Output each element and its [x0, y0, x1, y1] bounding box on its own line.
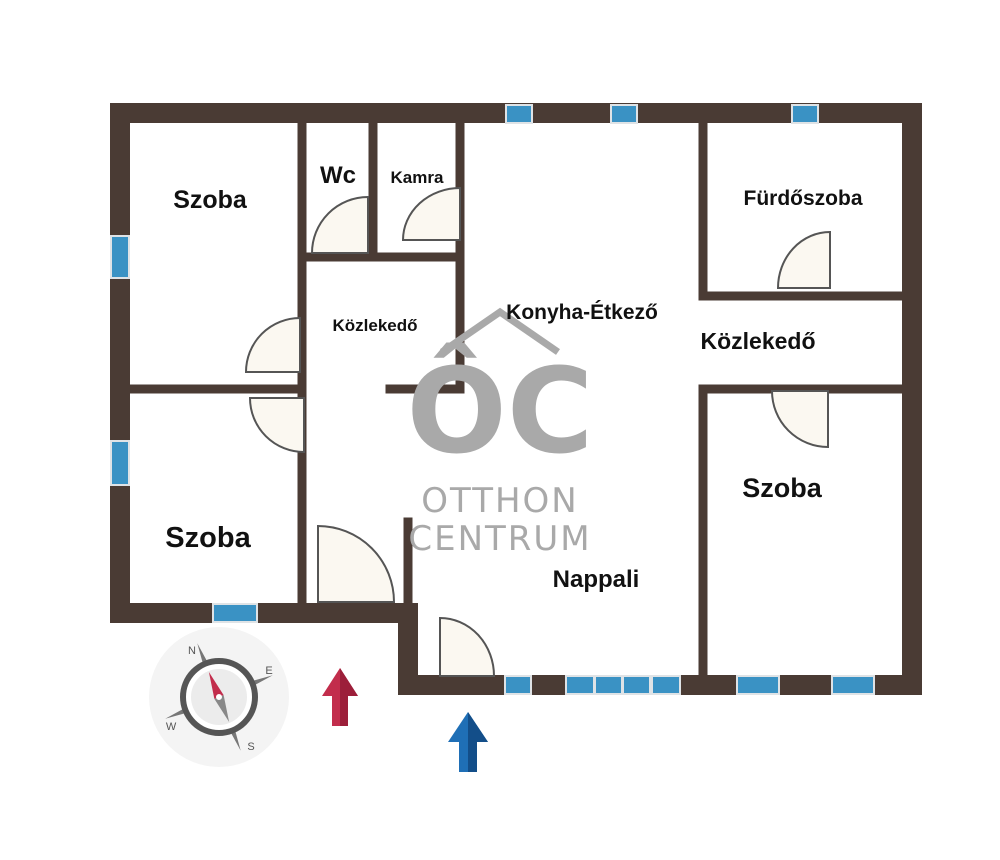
compass-needle-south	[214, 695, 230, 723]
watermark: ÔC OTTHON CENTRUM	[407, 307, 594, 559]
watermark-roof-icon	[440, 307, 560, 355]
window	[651, 675, 681, 695]
compass-needle-north	[208, 671, 224, 699]
compass-label-n: N	[188, 645, 196, 657]
room-label-szoba-sw: Szoba	[165, 522, 251, 554]
watermark-line2: CENTRUM	[408, 519, 591, 559]
room-label-nappali: Nappali	[553, 566, 640, 593]
door-wc[interactable]	[310, 195, 369, 254]
window	[504, 675, 532, 695]
window	[594, 675, 623, 695]
window	[831, 675, 875, 695]
compass-pivot	[216, 694, 222, 700]
compass-label-w: W	[166, 721, 177, 733]
window	[791, 104, 819, 124]
watermark-line1: OTTHON	[421, 481, 578, 521]
door-hall-nappali[interactable]	[317, 524, 396, 603]
window	[505, 104, 533, 124]
watermark-logo: ÔC	[407, 342, 594, 480]
room-label-kozlekedo-left: Közlekedő	[332, 316, 417, 335]
entrance-arrow-blue	[448, 712, 488, 772]
room-label-furdoszoba: Fürdőszoba	[744, 187, 863, 210]
walls	[110, 103, 922, 695]
compass: N E S W	[149, 627, 289, 767]
window	[565, 675, 595, 695]
room-label-kamra: Kamra	[391, 168, 444, 187]
door-furdoszoba[interactable]	[776, 230, 831, 289]
room-label-konyha: Konyha-Étkező	[506, 301, 658, 324]
entrance-arrow-red	[322, 668, 358, 726]
room-label-szoba-nw: Szoba	[173, 186, 248, 214]
door-entrance[interactable]	[439, 616, 496, 677]
windows	[110, 104, 875, 695]
window	[110, 235, 130, 279]
door-szoba-e[interactable]	[770, 390, 829, 449]
room-label-kozlekedo-right: Közlekedő	[700, 328, 815, 354]
doors	[244, 186, 831, 677]
arrow-up-highlight	[340, 668, 358, 726]
window	[110, 440, 130, 486]
room-labels: Szoba Wc Kamra Fürdőszoba Közlekedő Kony…	[165, 162, 863, 593]
door-szoba-nw[interactable]	[244, 316, 301, 373]
compass-label-e: E	[265, 665, 272, 677]
compass-needle	[208, 671, 230, 723]
window	[212, 603, 258, 623]
door-kamra[interactable]	[401, 186, 461, 241]
arrow-up-highlight	[468, 712, 488, 772]
outer-wall	[110, 103, 922, 695]
compass-label-s: S	[247, 741, 254, 753]
window	[736, 675, 780, 695]
door-szoba-sw[interactable]	[248, 397, 305, 454]
window	[622, 675, 651, 695]
window	[610, 104, 638, 124]
room-label-wc: Wc	[320, 162, 356, 189]
room-label-szoba-e: Szoba	[742, 473, 822, 503]
